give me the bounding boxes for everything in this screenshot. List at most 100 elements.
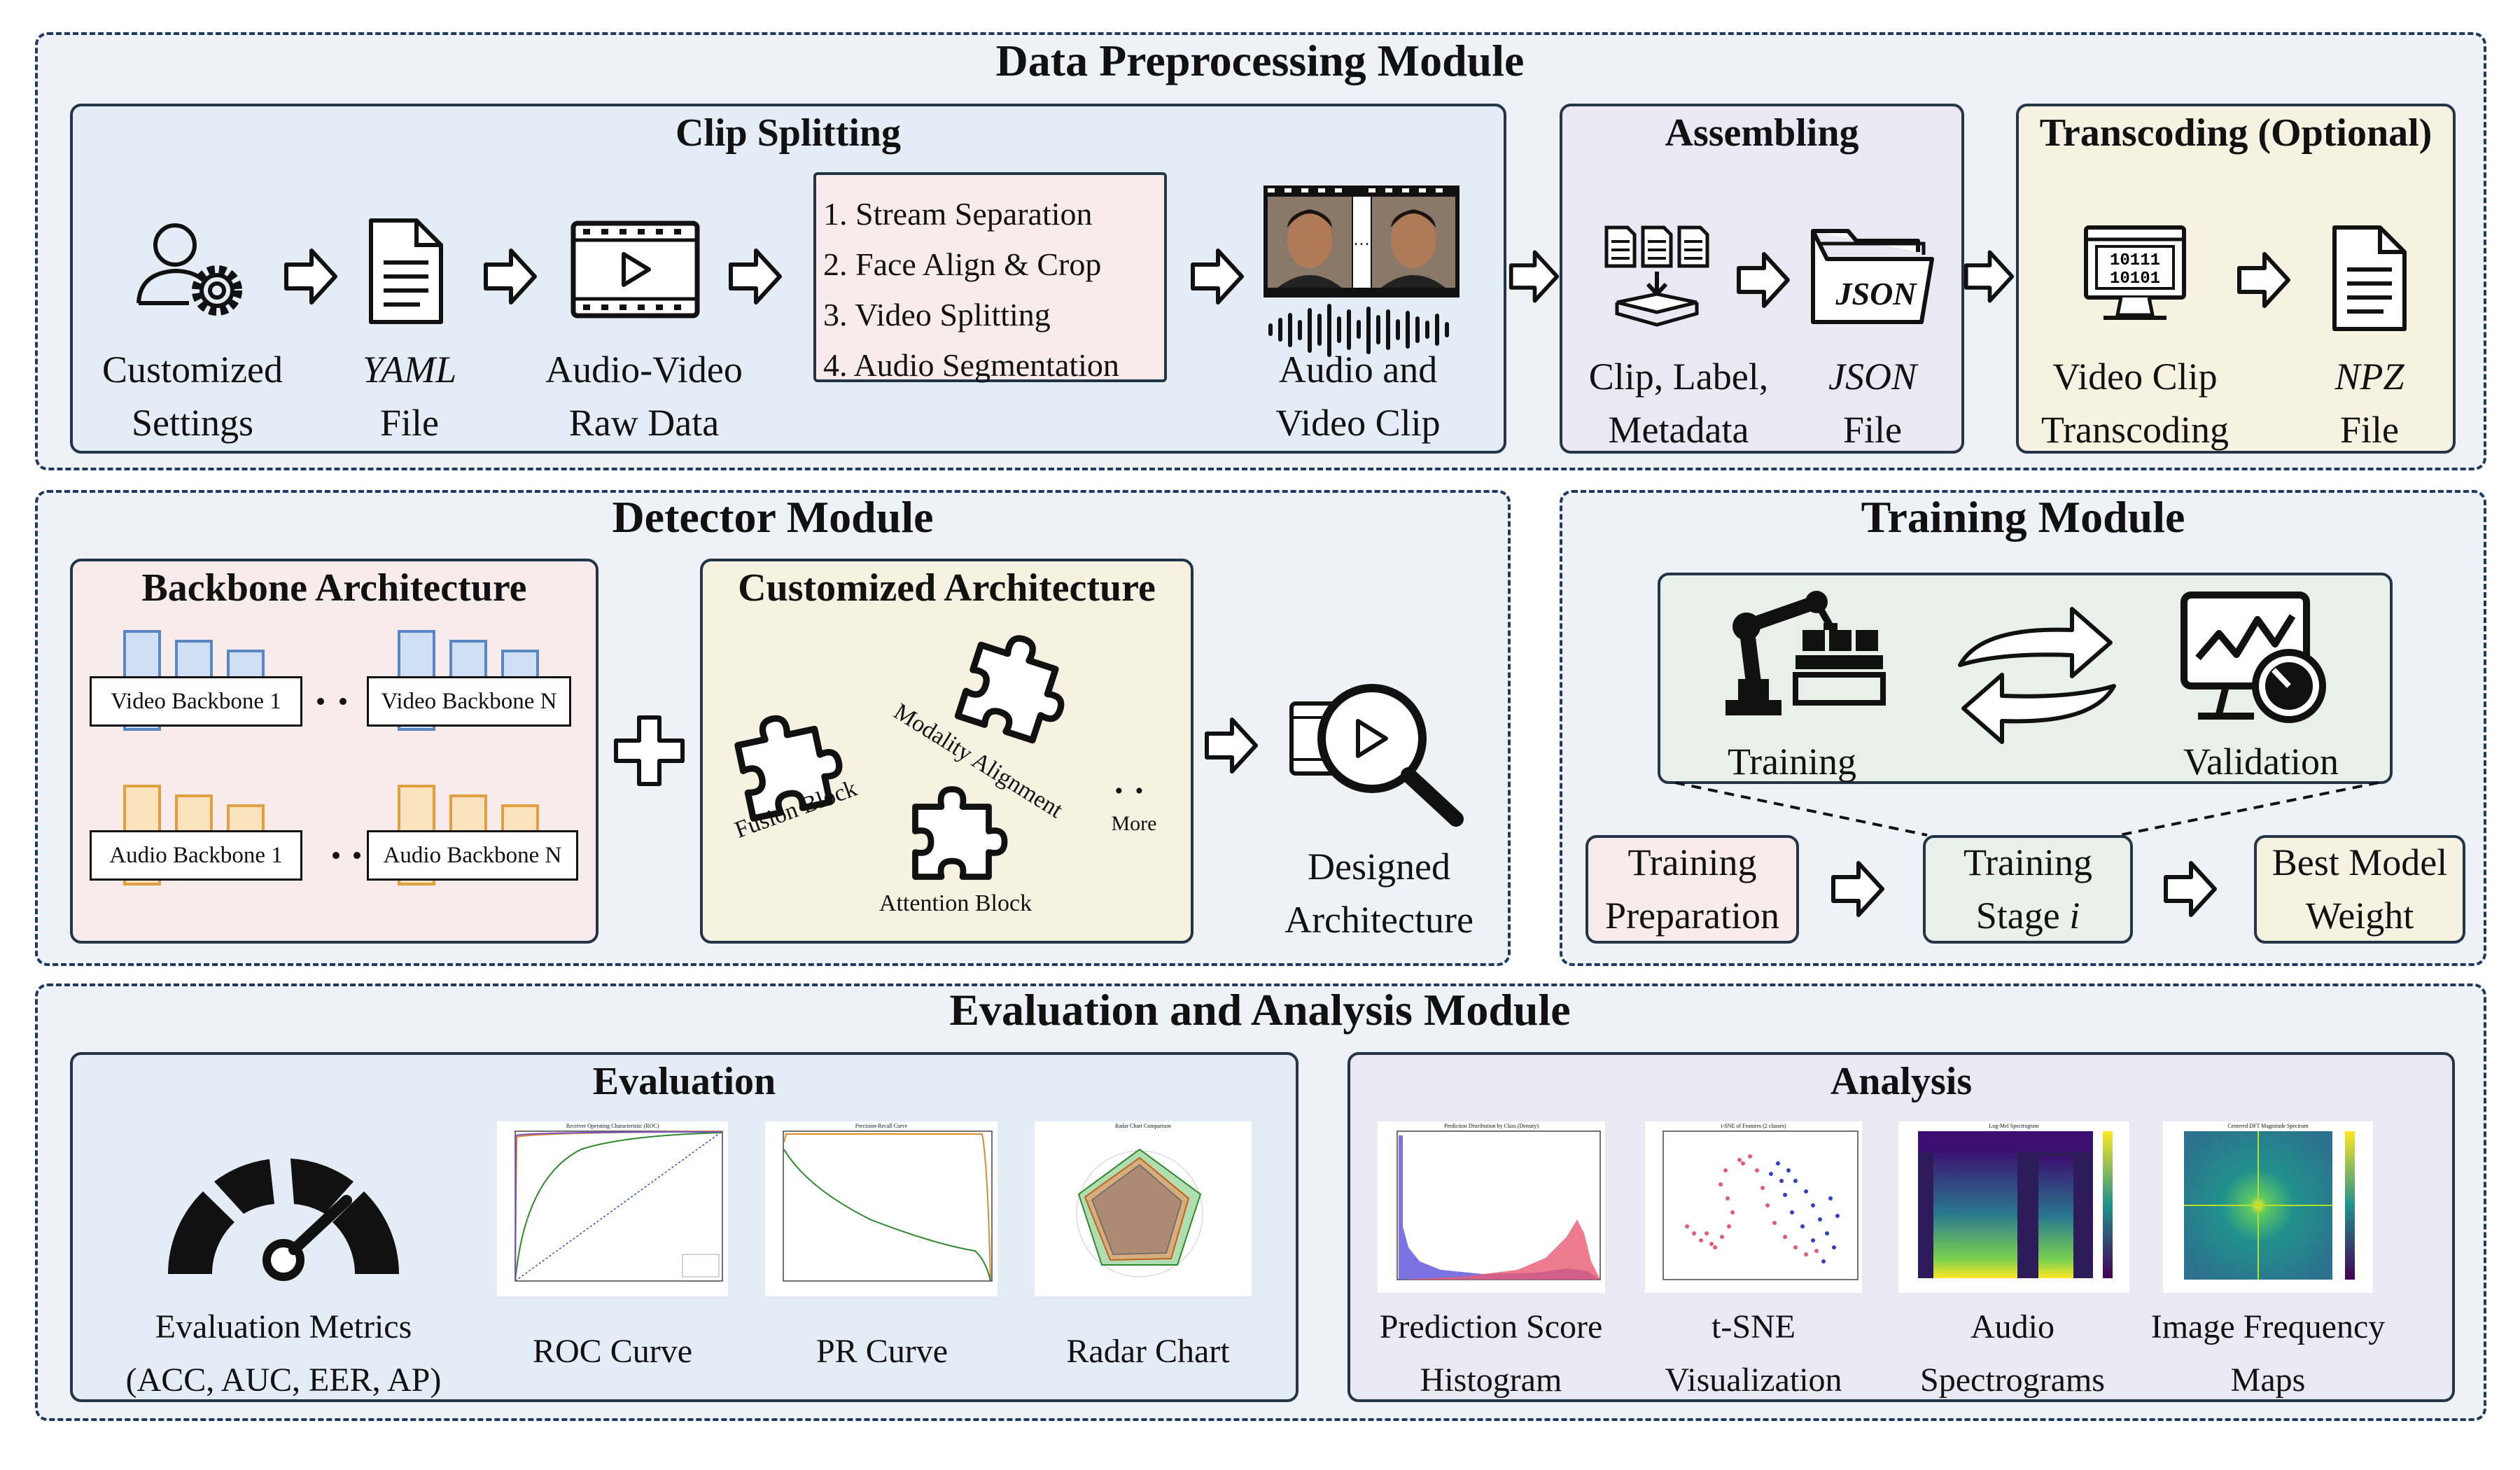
attention-block-label: Attention Block	[878, 890, 1032, 916]
npz-file-label: NPZ File	[2334, 356, 2404, 451]
radar-chart-label: Radar Chart	[1066, 1333, 1230, 1370]
frequency-spectrum-image	[2184, 1131, 2355, 1280]
data-module-title: Data Preprocessing Module	[995, 36, 1525, 85]
computer-binary-icon: 10111 10101	[2084, 225, 2186, 320]
svg-text:…: …	[1353, 231, 1370, 249]
tsne-label: t-SNE Visualization	[1665, 1308, 1842, 1399]
step-item: 1. Stream Separation	[823, 196, 1093, 232]
evaluation-title: Evaluation	[592, 1060, 776, 1103]
documents-merge-icon	[1604, 225, 1709, 327]
frequency-map-label: Image Frequency Maps	[2150, 1308, 2386, 1399]
step-item: 4. Audio Segmentation	[823, 347, 1119, 383]
arrow-right-icon	[1508, 250, 1560, 303]
radar-polygons	[1076, 1148, 1203, 1278]
tsne-chart-title: t-SNE of Features (2 classes)	[1721, 1123, 1786, 1129]
spectrogram-chart-title: Log-Mel Spectrogram	[1989, 1123, 2039, 1129]
transcoding-title: Transcoding (Optional)	[2039, 111, 2432, 155]
best-model-box	[2254, 835, 2465, 944]
step-item: 3. Video Splitting	[823, 297, 1051, 332]
arrow-right-icon	[729, 248, 782, 304]
arrow-right-icon	[484, 248, 537, 304]
roc-chart-title: Receiver Operating Characteristic (ROC)	[566, 1123, 659, 1129]
training-stage-label: Training Stage i	[1963, 841, 2093, 937]
spectrogram-image	[1918, 1131, 2113, 1278]
pr-curves	[783, 1130, 993, 1282]
assembling-title: Assembling	[1665, 111, 1859, 155]
zoom-callout-lines	[1674, 781, 2379, 836]
validation-label: Validation	[2183, 741, 2339, 783]
svg-text:10101: 10101	[2110, 270, 2160, 288]
training-label: Training	[1727, 741, 1857, 783]
backbone-title: Backbone Architecture	[141, 566, 527, 610]
customized-architecture-title: Customized Architecture	[738, 566, 1156, 610]
robot-arm-icon	[1726, 591, 1886, 715]
evaluation-metrics-label: Evaluation Metrics (ACC, AUC, EER, AP)	[125, 1308, 442, 1399]
pr-chart-title: Precision-Recall Curve	[855, 1123, 908, 1129]
spectrogram-label: Audio Spectrograms	[1920, 1308, 2105, 1399]
video-backbone-1: Video Backbone 1	[90, 676, 302, 727]
more-dots: · ·	[1113, 771, 1145, 810]
video-search-icon	[1289, 684, 1464, 827]
training-module-title: Training Module	[1861, 492, 2185, 542]
arrow-right-icon	[1191, 248, 1244, 304]
best-model-label: Best Model Weight	[2272, 841, 2448, 937]
video-backbone-n: Video Backbone N	[367, 676, 571, 727]
puzzle-piece-icon	[734, 715, 843, 822]
plus-icon	[614, 715, 685, 786]
spectrogram-thumbnail: Log-Mel Spectrogram	[1898, 1121, 2129, 1293]
backbone-blocks-graphic	[123, 630, 539, 886]
audio-backbone-n: Audio Backbone N	[367, 830, 578, 881]
roc-curve-label: ROC Curve	[533, 1333, 692, 1370]
arrow-right-icon	[2237, 252, 2290, 308]
more-label: More	[1111, 812, 1157, 835]
eval-module-title: Evaluation and Analysis Module	[949, 985, 1571, 1035]
user-settings-icon	[136, 223, 242, 316]
yaml-file-label: YAML File	[362, 349, 457, 444]
video-player-icon	[570, 220, 700, 318]
cycle-arrows-icon	[1958, 607, 2116, 744]
training-preparation-box	[1586, 835, 1799, 944]
customized-settings-label: Customized Settings	[102, 349, 283, 444]
histogram-label: Prediction Score Histogram	[1379, 1308, 1603, 1399]
analysis-title: Analysis	[1830, 1060, 1973, 1103]
puzzle-piece-icon	[954, 635, 1065, 744]
radar-chart-title: Radar Chart Comparison	[1115, 1123, 1171, 1129]
designed-architecture-label: Designed Architecture	[1284, 846, 1474, 941]
arrow-right-icon	[2164, 861, 2217, 917]
tsne-points	[1662, 1130, 1858, 1280]
json-folder-icon: JSON	[1811, 229, 1934, 324]
clip-label: Audio and Video Clip	[1275, 349, 1441, 444]
frequency-map-thumbnail: Centered DFT Magnitude Spectrum	[2163, 1121, 2373, 1293]
step-item: 2. Face Align & Crop	[823, 246, 1102, 282]
arrow-right-icon	[1831, 861, 1884, 917]
tsne-thumbnail: t-SNE of Features (2 classes)	[1645, 1121, 1862, 1293]
audio-backbone-1: Audio Backbone 1	[90, 830, 302, 881]
monitor-chart-icon	[2180, 592, 2326, 723]
arrow-right-icon	[1737, 252, 1790, 308]
histogram-thumbnail: Prediction Distribution by Class (Densit…	[1378, 1121, 1605, 1293]
json-file-label: JSON File	[1828, 356, 1917, 451]
puzzle-piece-icon	[912, 786, 1008, 880]
histogram-chart-title: Prediction Distribution by Class (Densit…	[1443, 1123, 1539, 1129]
clip-splitting-title: Clip Splitting	[675, 111, 902, 155]
training-stage-box	[1923, 835, 2133, 944]
video-transcoding-label: Video Clip Transcoding	[2040, 356, 2230, 451]
roc-chart-thumbnail: Receiver Operating Characteristic (ROC)	[497, 1121, 728, 1296]
splitting-steps-box: 1. Stream Separation 2. Face Align & Cro…	[813, 172, 1167, 383]
yaml-file-icon	[369, 218, 443, 324]
arrow-right-icon	[1205, 718, 1258, 774]
raw-data-label: Audio-Video Raw Data	[545, 349, 743, 444]
svg-text:JSON: JSON	[1835, 276, 1917, 312]
clip-label-metadata-label: Clip, Label, Metadata	[1588, 356, 1769, 451]
arrow-right-icon	[284, 248, 337, 304]
npz-file-icon	[2332, 225, 2407, 331]
speedometer-icon	[168, 1158, 399, 1281]
radar-chart-thumbnail: Radar Chart Comparison	[1035, 1121, 1252, 1296]
histogram-bars	[1396, 1130, 1601, 1280]
face-video-frames-icon: …	[1264, 186, 1460, 357]
pr-curve-label: PR Curve	[816, 1333, 948, 1370]
roc-curves	[514, 1130, 723, 1282]
detector-module-title: Detector Module	[612, 492, 934, 542]
arrow-right-icon	[1963, 250, 2015, 303]
pr-chart-thumbnail: Precision-Recall Curve	[765, 1121, 997, 1296]
